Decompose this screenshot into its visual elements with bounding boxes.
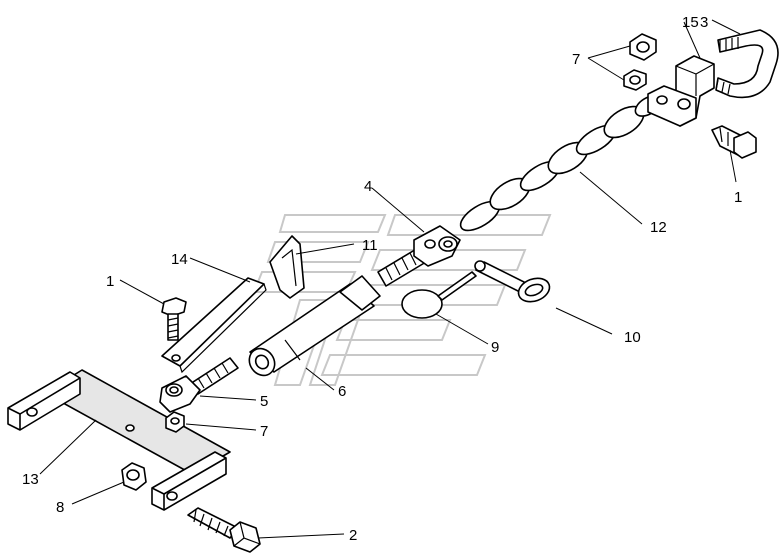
callout-14: 14 (171, 251, 188, 268)
callout-10: 10 (624, 329, 641, 346)
callout-7-top: 7 (572, 51, 580, 68)
part-12-chain (459, 95, 662, 232)
leader-lines (39, 19, 741, 539)
part-5-fork (159, 357, 239, 413)
callout-3: 3 (700, 14, 708, 31)
callout-11: 11 (362, 237, 378, 254)
callout-1-left: 1 (106, 273, 114, 290)
part-3-ubolt (715, 29, 779, 99)
part-11-clip (269, 235, 305, 299)
callout-2: 2 (349, 527, 357, 544)
part-13-frame (7, 369, 231, 511)
watermark-logo (252, 214, 552, 386)
callout-9: 9 (491, 339, 499, 356)
part-4-fork (377, 225, 461, 287)
callout-4: 4 (364, 178, 372, 195)
callout-1-top: 1 (734, 189, 742, 206)
part-1-bolt-left (161, 297, 187, 341)
part-7-nuts-top (623, 33, 657, 91)
callout-8: 8 (56, 499, 64, 516)
callout-6: 6 (338, 383, 346, 400)
part-15-clamp (647, 55, 715, 127)
callout-5: 5 (260, 393, 268, 410)
callout-15: 15 (682, 14, 699, 31)
callout-labels: 15 3 7 1 12 4 11 14 1 10 9 6 5 7 13 8 2 (22, 14, 742, 544)
part-2-bolt (187, 507, 261, 553)
part-8-nut (121, 462, 147, 491)
part-6-tube (248, 275, 381, 377)
callout-7-bottom: 7 (260, 423, 268, 440)
part-9-ring-pin (401, 271, 477, 319)
part-1-bolt-top (711, 125, 757, 159)
part-7-nut-bottom (165, 411, 185, 433)
part-10-pin (474, 260, 551, 303)
callout-12: 12 (650, 219, 667, 236)
callout-13: 13 (22, 471, 39, 488)
part-14-strip (161, 277, 267, 374)
